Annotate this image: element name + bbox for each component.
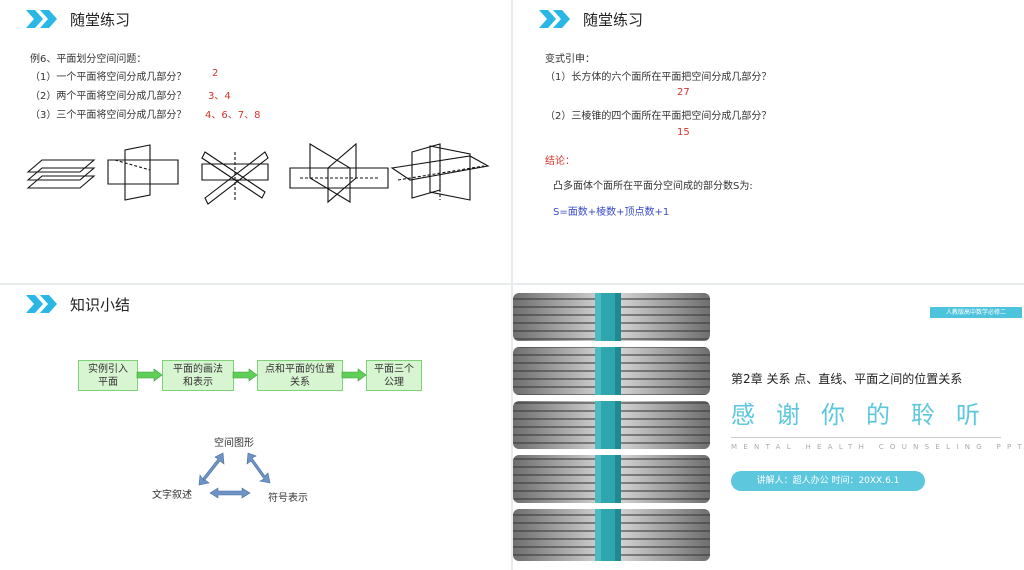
triangle-left-label: 文字叙述 bbox=[152, 490, 192, 501]
flow-arrows bbox=[136, 368, 367, 382]
answer-2: 3、4 bbox=[208, 91, 231, 102]
conclusion-text: 凸多面体个面所在平面分空间成的部分数S为: bbox=[553, 181, 753, 192]
chapter-title: 第2章 关系 点、直线、平面之间的位置关系 bbox=[731, 372, 963, 386]
flow-box-1: 实例引入 平面 bbox=[78, 360, 138, 391]
slide-practice-2: 随堂练习 变式引申： （1）长方体的六个面所在平面把空间分成几部分？ 27 （2… bbox=[513, 0, 1024, 283]
example-heading: 例6、平面划分空间问题： bbox=[30, 54, 147, 65]
variant-answer-1: 27 bbox=[677, 87, 690, 98]
slide-summary: 知识小结 实例引入 平面 平面的画法 和表示 点和平面的位置 关系 平面三个 公… bbox=[0, 285, 511, 570]
arrow-right-icon bbox=[232, 368, 258, 382]
flow-box-label: 平面的画法 和表示 bbox=[173, 363, 223, 388]
flow-box-label: 实例引入 平面 bbox=[88, 363, 128, 388]
triangle-right-label: 符号表示 bbox=[268, 493, 308, 504]
flow-box-3: 点和平面的位置 关系 bbox=[257, 360, 343, 391]
answer-3: 4、6、7、8 bbox=[205, 110, 261, 121]
textbook-badge: 人教版高中数学必修二 bbox=[930, 307, 1022, 318]
building-photo bbox=[513, 293, 710, 561]
double-arrow-icon bbox=[246, 452, 271, 484]
slide-title: 随堂练习 bbox=[583, 11, 644, 29]
triangle-top-label: 空间图形 bbox=[214, 438, 254, 449]
flow-box-label: 平面三个 公理 bbox=[374, 363, 414, 388]
english-subtitle: MENTAL HEALTH COUNSELING PPT bbox=[731, 443, 1024, 451]
conclusion-formula: S=面数+棱数+顶点数+1 bbox=[553, 207, 670, 218]
divider bbox=[731, 437, 1001, 438]
arrow-right-icon bbox=[136, 368, 163, 382]
chevron-right-icon bbox=[26, 295, 57, 313]
arrow-right-icon bbox=[341, 368, 367, 382]
plane-division-diagrams bbox=[26, 142, 490, 205]
slide-thanks: 人教版高中数学必修二 第2章 关系 点、直线、平面之间的位置关系 感谢你的聆听 … bbox=[513, 285, 1024, 570]
chevron-right-icon bbox=[539, 10, 570, 28]
flow-box-label: 点和平面的位置 关系 bbox=[265, 363, 335, 388]
slide-practice-1: 随堂练习 例6、平面划分空间问题： （1）一个平面将空间分成几部分？ 2 （2）… bbox=[0, 0, 511, 283]
slide-title: 知识小结 bbox=[70, 296, 131, 314]
flow-box-4: 平面三个 公理 bbox=[366, 360, 422, 391]
presenter-info: 讲解人：超人办公 时间：20XX.6.1 bbox=[731, 471, 925, 491]
variant-heading: 变式引申： bbox=[545, 54, 595, 65]
question-1: （1）一个平面将空间分成几部分？ bbox=[30, 72, 187, 83]
variant-question-1: （1）长方体的六个面所在平面把空间分成几部分？ bbox=[545, 72, 772, 83]
answer-1: 2 bbox=[212, 68, 219, 79]
triangle-arrows bbox=[198, 452, 271, 499]
question-3: （3）三个平面将空间分成几部分？ bbox=[30, 110, 187, 121]
variant-question-2: （2）三棱锥的四个面所在平面把空间分成几部分？ bbox=[545, 111, 772, 122]
question-2: （2）两个平面将空间分成几部分？ bbox=[30, 91, 187, 102]
slide-title: 随堂练习 bbox=[70, 11, 131, 29]
thanks-heading: 感谢你的聆听 bbox=[731, 401, 1001, 429]
chevron-right-icon bbox=[26, 10, 57, 28]
conclusion-label: 结论： bbox=[545, 156, 575, 167]
variant-answer-2: 15 bbox=[677, 127, 690, 138]
double-arrow-icon bbox=[209, 487, 251, 499]
flow-box-2: 平面的画法 和表示 bbox=[162, 360, 234, 391]
double-arrow-icon bbox=[198, 452, 225, 486]
